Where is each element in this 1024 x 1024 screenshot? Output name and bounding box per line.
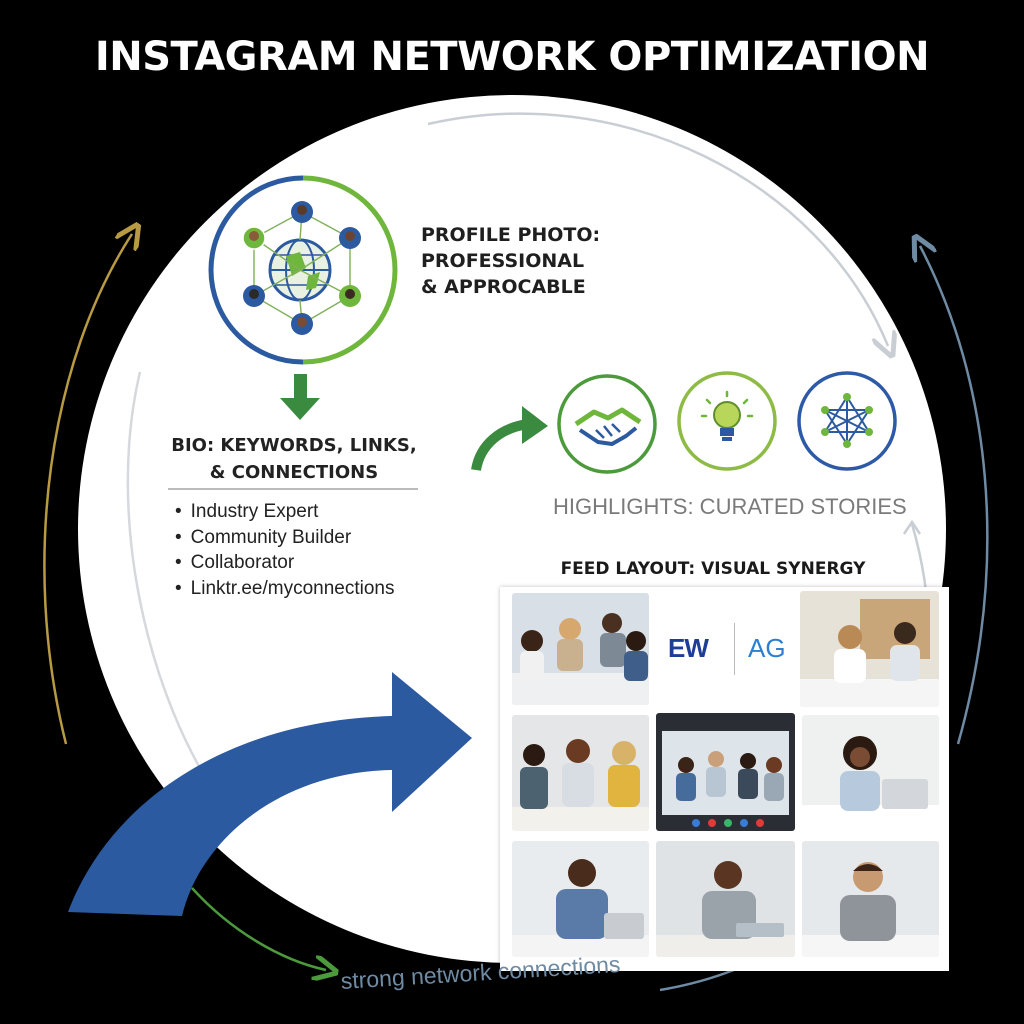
bio-item: Industry Expert xyxy=(175,499,395,525)
feed-photo-man-writing[interactable] xyxy=(512,841,649,957)
bio-divider xyxy=(168,488,418,490)
logo-divider xyxy=(734,623,735,675)
ew-logo: EW xyxy=(668,633,709,663)
network-icon xyxy=(797,371,897,471)
highlights-label: HIGHLIGHTS: CURATED STORIES xyxy=(553,494,907,519)
avatar-group xyxy=(242,201,361,335)
outer-left-arc xyxy=(43,234,132,745)
feed-photo-three-friends[interactable] xyxy=(512,715,649,831)
feed-photo-team-meeting[interactable] xyxy=(512,593,649,705)
bio-item: Community Builder xyxy=(175,525,395,551)
feed-label: FEED LAYOUT: VISUAL SYNERGY xyxy=(560,559,866,579)
ag-logo: AG xyxy=(748,633,786,663)
profile-line-2: PROFESSIONAL xyxy=(421,250,585,272)
feed-photo-man-talking[interactable] xyxy=(656,841,795,957)
lightbulb-icon xyxy=(677,371,777,471)
bio-title-line-1: BIO: KEYWORDS, LINKS, xyxy=(171,435,417,456)
feed-grid: EW AG xyxy=(500,587,949,971)
feed-logo-tile[interactable]: EW AG xyxy=(656,593,793,705)
profile-photo-label: PROFILE PHOTO: PROFESSIONAL & APPROCABLE xyxy=(421,222,600,300)
green-curved-arrow xyxy=(471,419,529,472)
feed-photo-video-call[interactable] xyxy=(656,713,795,831)
bio-title: BIO: KEYWORDS, LINKS, & CONNECTIONS xyxy=(166,432,422,486)
feed-photo-pair-office[interactable] xyxy=(800,591,939,707)
inner-top-arc xyxy=(427,112,888,346)
bio-item: Collaborator xyxy=(175,550,395,576)
bio-title-line-2: & CONNECTIONS xyxy=(209,462,379,483)
outer-right-arc xyxy=(920,246,989,745)
page-title: INSTAGRAM NETWORK OPTIMIZATION xyxy=(94,34,930,80)
bottom-green-arc xyxy=(191,887,326,970)
inner-left-arc xyxy=(126,371,222,801)
profile-line-3: & APPROCABLE xyxy=(421,276,586,298)
feed-photo-man-smiling[interactable] xyxy=(802,841,939,957)
handshake-icon xyxy=(557,374,657,474)
big-blue-arrow xyxy=(68,672,472,916)
bio-item: Linktr.ee/myconnections xyxy=(175,576,395,602)
bio-list: Industry Expert Community Builder Collab… xyxy=(175,499,395,601)
profile-line-1: PROFILE PHOTO: xyxy=(421,224,601,246)
green-down-arrow xyxy=(280,374,320,420)
feed-photo-laptop-smile[interactable] xyxy=(802,715,939,831)
